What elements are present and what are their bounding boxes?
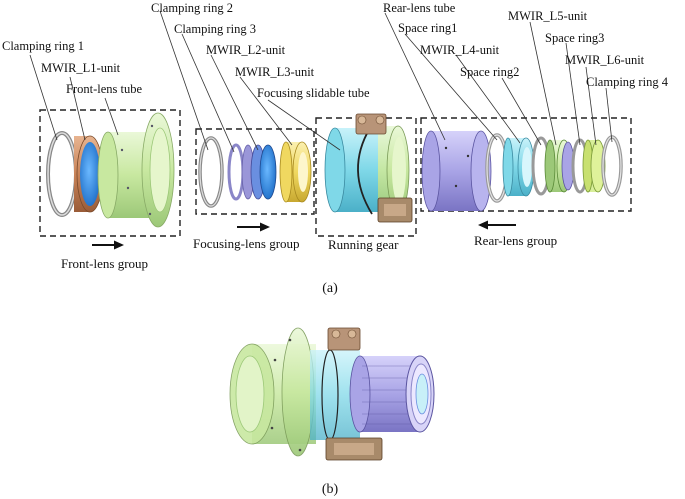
front-arrow-right [92, 240, 124, 250]
label-clamping-ring-4: Clamping ring 4 [586, 75, 669, 89]
label-space-ring-1: Space ring1 [398, 21, 457, 35]
label-focusing-slidable-tube: Focusing slidable tube [257, 86, 370, 100]
label-mwir-l1-unit: MWIR_L1-unit [41, 61, 121, 75]
clamping-ring-1-part [46, 131, 78, 217]
label-mwir-l3-unit: MWIR_L3-unit [235, 65, 315, 79]
label-clamping-ring-3: Clamping ring 3 [174, 22, 256, 36]
label-clamping-ring-1: Clamping ring 1 [2, 39, 84, 53]
label-mwir-l4-unit: MWIR_L4-unit [420, 43, 500, 57]
clamping-ring-2-part [198, 136, 224, 208]
focusing-lens-group-box [195, 128, 315, 215]
caption-a: (a) [322, 281, 338, 296]
label-mwir-l2-unit: MWIR_L2-unit [206, 43, 286, 57]
mwir-l2-unit-part [241, 144, 277, 200]
label-front-lens-tube: Front-lens tube [66, 82, 142, 96]
assembled-lens [229, 327, 435, 461]
running-gear-part [355, 113, 413, 223]
clamping-ring-3-part [227, 143, 245, 201]
rear-lens-group-box [420, 117, 632, 212]
rear-arrow-left [478, 220, 516, 230]
mwir-l5-unit-part [544, 139, 575, 193]
mwir-l4-unit-part [502, 137, 535, 197]
mwir-l1-unit-part [74, 135, 104, 213]
mwir-l3-unit-part [279, 141, 312, 203]
label-space-ring-2: Space ring2 [460, 65, 519, 79]
label-rear-lens-tube: Rear-lens tube [383, 1, 456, 15]
label-mwir-l5-unit: MWIR_L5-unit [508, 9, 588, 23]
focusing-arrow-right [237, 222, 270, 232]
label-front-lens-group: Front-lens group [61, 256, 148, 271]
rear-lens-tube-part [421, 130, 492, 212]
label-space-ring-3: Space ring3 [545, 31, 604, 45]
front-lens-tube-part [97, 112, 175, 228]
caption-b: (b) [322, 482, 339, 497]
label-focusing-lens-group: Focusing-lens group [193, 236, 300, 251]
label-clamping-ring-2: Clamping ring 2 [151, 1, 233, 15]
label-running-gear: Running gear [328, 237, 399, 252]
label-mwir-l6-unit: MWIR_L6-unit [565, 53, 645, 67]
label-rear-lens-group: Rear-lens group [474, 233, 557, 248]
mwir-l6-unit-part [582, 139, 606, 193]
front-lens-group-box [39, 109, 181, 237]
clamping-ring-4-part [601, 135, 623, 197]
leader-lines [29, 10, 613, 153]
